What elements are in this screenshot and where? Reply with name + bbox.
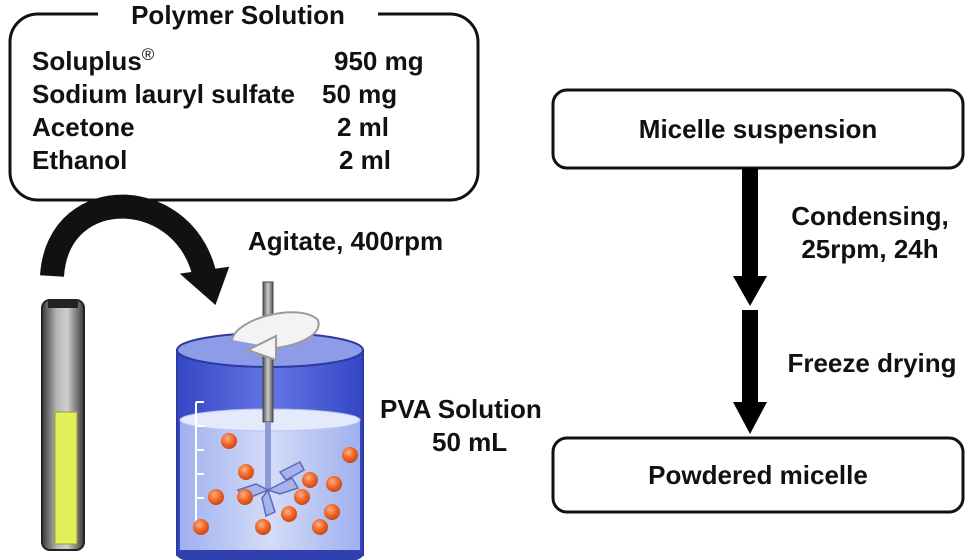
agitate-label: Agitate, 400rpm (248, 226, 443, 256)
particle (312, 519, 328, 535)
powdered-micelle-box: Powdered micelle (551, 436, 965, 514)
particle (302, 472, 318, 488)
ingredient-name-soluplus: Soluplus® (32, 45, 155, 76)
stirrer (231, 281, 320, 518)
particle (208, 489, 224, 505)
freeze-drying-label: Freeze drying (787, 348, 956, 378)
condensing-label-line1: Condensing, (791, 201, 948, 231)
powdered-micelle-label: Powdered micelle (648, 460, 868, 490)
ingredient-amount-ethanol: 2 ml (339, 145, 391, 175)
ingredient-name-sls: Sodium lauryl sulfate (32, 79, 295, 109)
pva-solution-label: PVA Solution (380, 394, 542, 424)
polymer-solution-box: Polymer Solution Soluplus® 950 mg Sodium… (8, 0, 480, 202)
pva-volume-label: 50 mL (432, 427, 507, 457)
particle (324, 504, 340, 520)
particle (221, 433, 237, 449)
particle (238, 464, 254, 480)
condensing-arrow (733, 168, 767, 306)
ingredient-amount-acetone: 2 ml (337, 112, 389, 142)
particle (255, 519, 271, 535)
particle (326, 476, 342, 492)
ingredient-amount-soluplus: 950 mg (334, 46, 424, 76)
particle (237, 489, 253, 505)
test-tube (41, 299, 85, 551)
particle (294, 489, 310, 505)
particle (281, 506, 297, 522)
particle (193, 519, 209, 535)
micelle-suspension-label: Micelle suspension (639, 114, 877, 144)
freeze-drying-arrow (733, 310, 767, 434)
ingredient-name-acetone: Acetone (32, 112, 135, 142)
polymer-solution-title: Polymer Solution (131, 0, 345, 30)
ingredient-amount-sls: 50 mg (322, 79, 397, 109)
micelle-suspension-box: Micelle suspension (551, 88, 965, 170)
micelle-particles (193, 433, 358, 535)
transfer-arrow (40, 194, 230, 305)
ingredient-name-ethanol: Ethanol (32, 145, 127, 175)
condensing-label-line2: 25rpm, 24h (801, 234, 938, 264)
particle (342, 447, 358, 463)
